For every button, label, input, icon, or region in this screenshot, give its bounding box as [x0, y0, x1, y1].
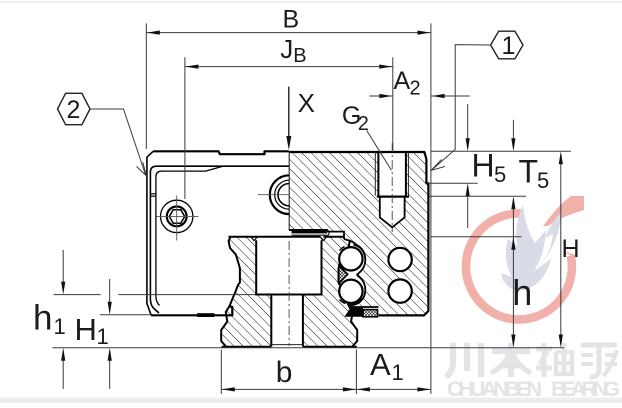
svg-text:X: X	[298, 88, 315, 118]
svg-text:H: H	[562, 235, 580, 263]
svg-text:J: J	[280, 34, 293, 64]
svg-text:2: 2	[358, 113, 369, 135]
svg-text:BEARING: BEARING	[551, 377, 620, 401]
svg-text:1: 1	[502, 32, 516, 60]
svg-text:CHUANBEN: CHUANBEN	[447, 377, 542, 401]
svg-text:B: B	[293, 45, 306, 67]
svg-text:h: h	[33, 299, 52, 338]
svg-text:1: 1	[97, 324, 109, 349]
svg-text:5: 5	[537, 168, 549, 193]
svg-text:1: 1	[54, 314, 66, 339]
svg-text:2: 2	[67, 96, 81, 124]
svg-text:A: A	[370, 347, 391, 382]
svg-text:T: T	[519, 154, 539, 190]
svg-text:b: b	[276, 356, 293, 389]
svg-text:H: H	[75, 312, 97, 347]
svg-text:A: A	[394, 67, 411, 95]
svg-text:H: H	[472, 148, 495, 184]
svg-text:1: 1	[392, 360, 404, 385]
svg-text:B: B	[283, 5, 300, 33]
svg-text:5: 5	[494, 162, 506, 187]
svg-text:G: G	[342, 102, 361, 130]
svg-text:h: h	[512, 272, 532, 313]
svg-text:2: 2	[410, 77, 421, 99]
